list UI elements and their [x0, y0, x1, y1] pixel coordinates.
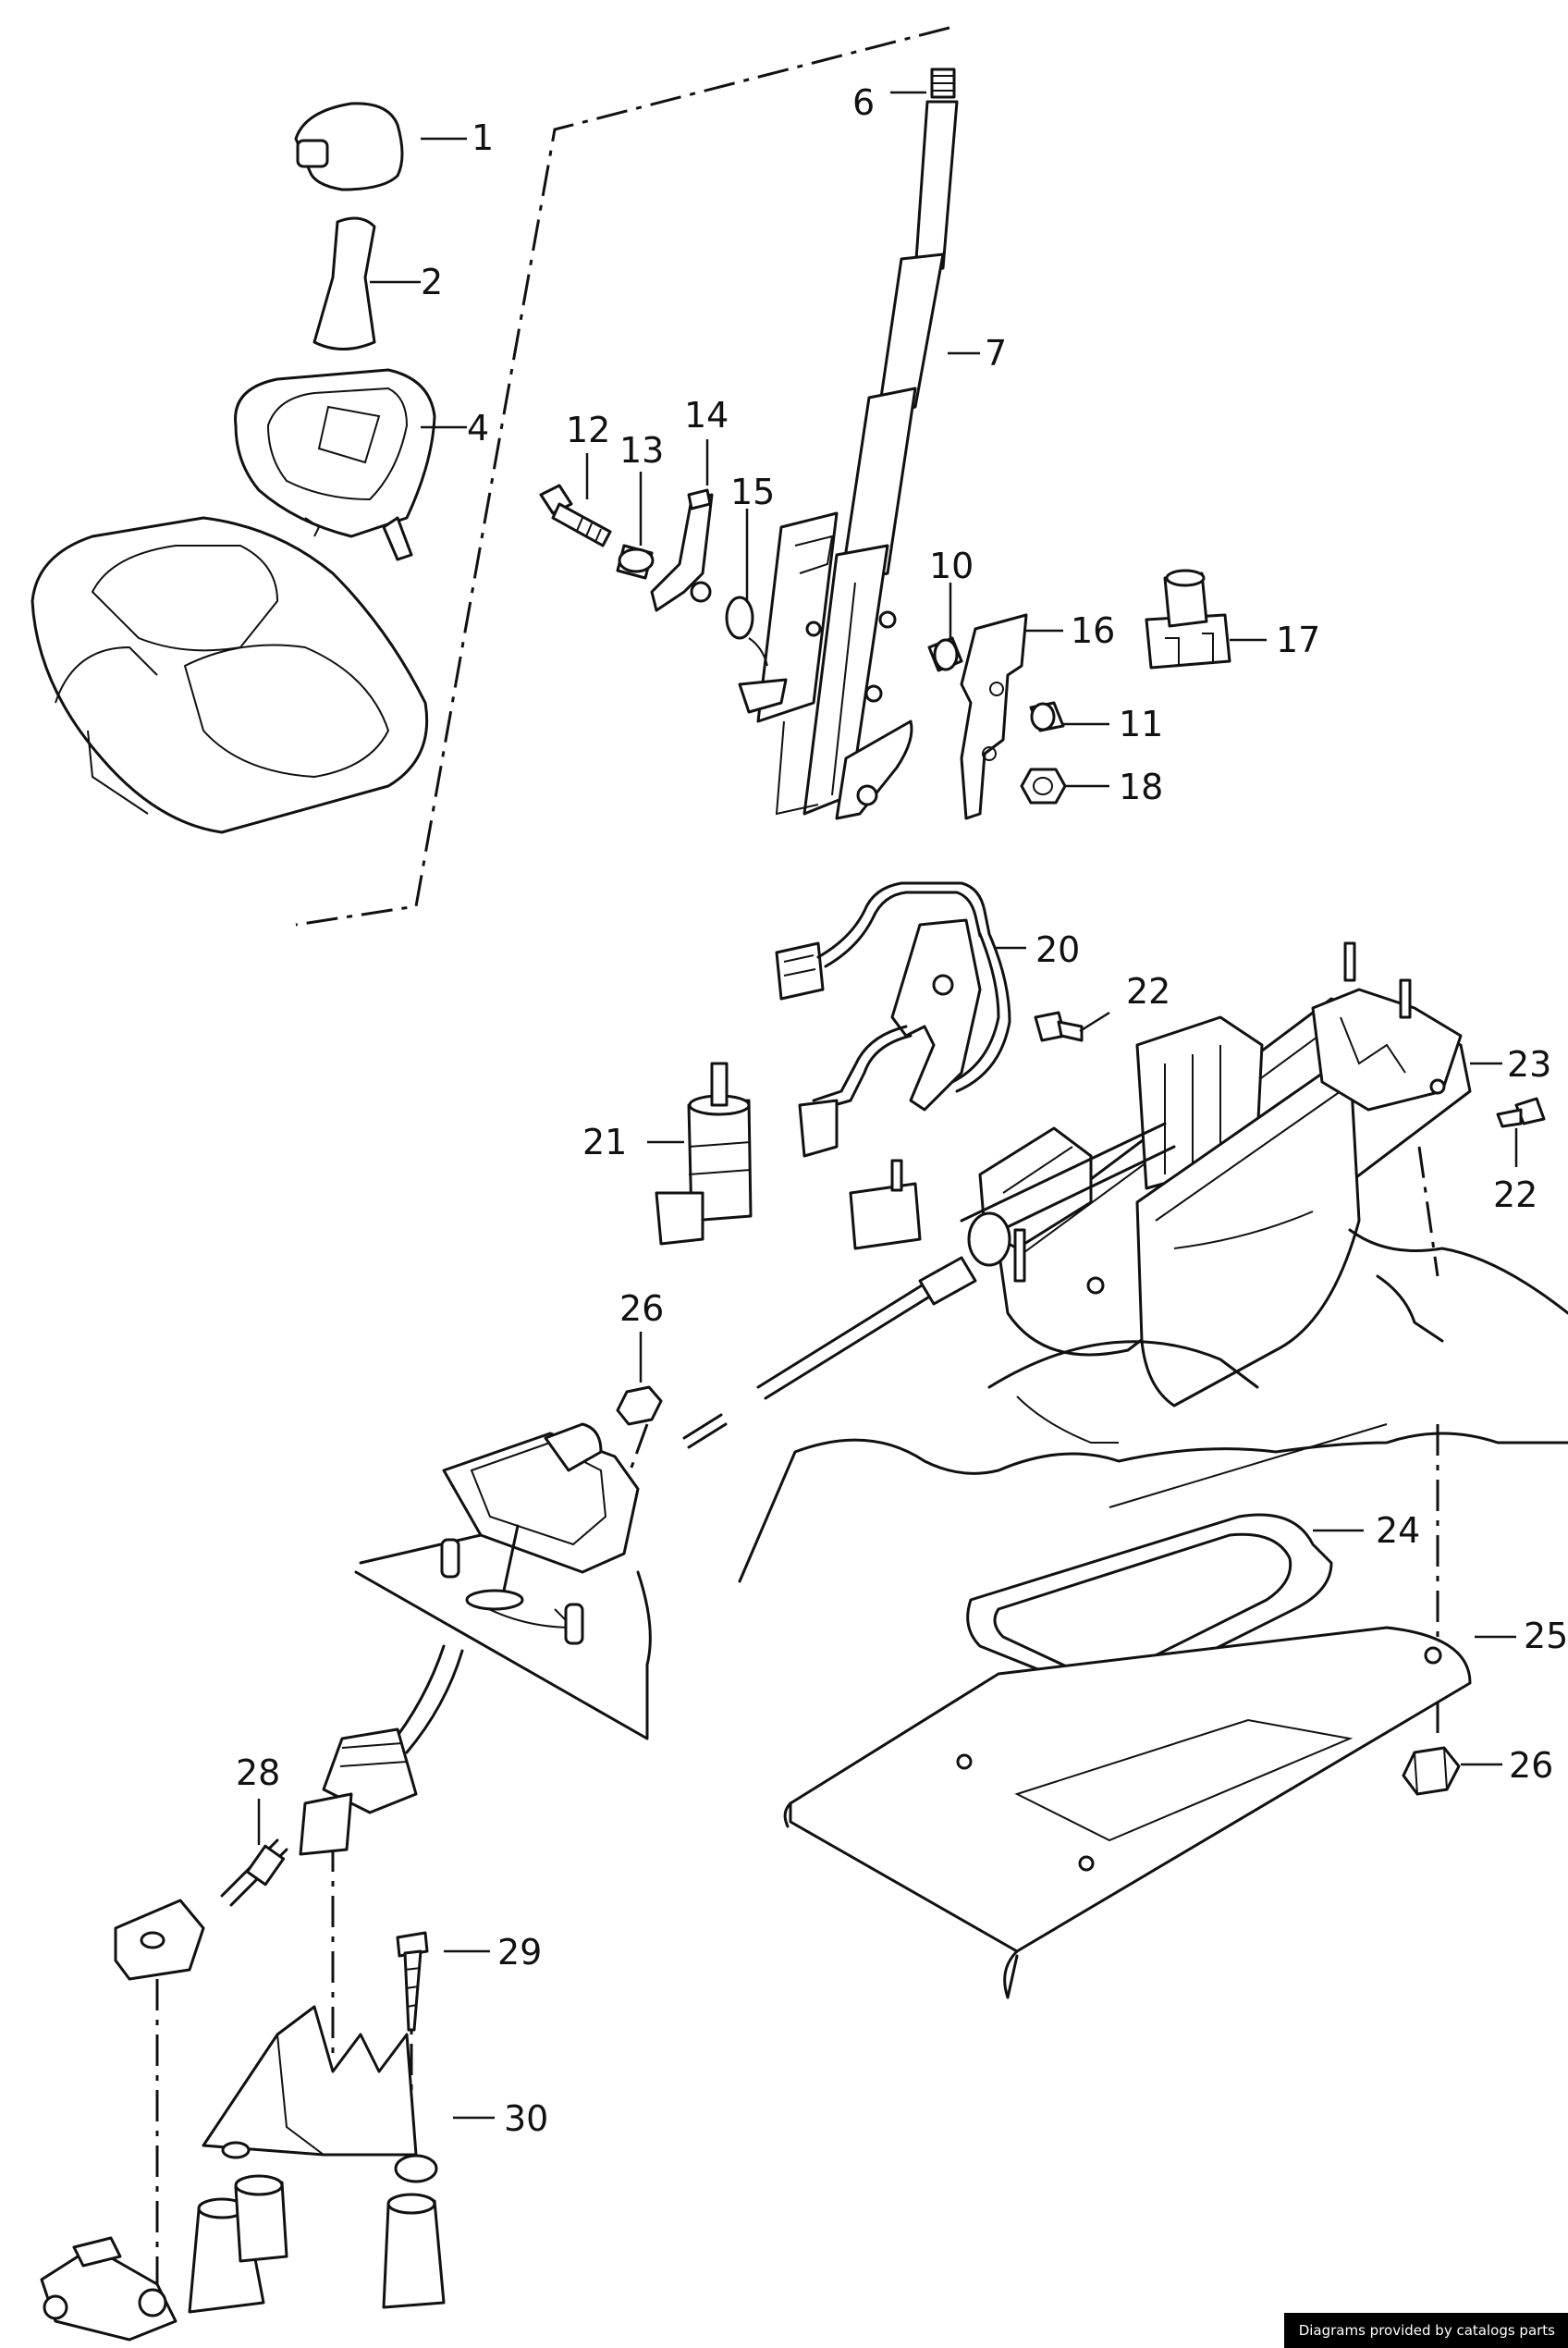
part-2-grip-sleeve	[312, 216, 376, 350]
part-26-nut-lower	[1402, 1746, 1461, 1796]
mount-posts	[188, 2174, 446, 2314]
part-10-bushing	[927, 636, 963, 672]
label-28: 28	[236, 1752, 280, 1793]
label-12: 12	[566, 410, 610, 450]
label-22-upper: 22	[1126, 971, 1170, 1012]
part-4-selector-cover	[234, 368, 436, 561]
label-2: 2	[421, 262, 443, 302]
part-7-selector-lever	[802, 100, 959, 816]
label-7: 7	[985, 333, 1007, 374]
part-1-selector-knob	[294, 102, 404, 191]
label-16: 16	[1071, 610, 1115, 651]
part-29-screw	[396, 1931, 429, 2032]
phantom-line-nut26	[608, 1423, 649, 1527]
part-20-wiring-harness	[775, 881, 1011, 1158]
label-23: 23	[1507, 1044, 1551, 1085]
part-25-floor-plate	[783, 1626, 1472, 1999]
cable-guide-plate	[354, 1422, 652, 1740]
label-21: 21	[582, 1122, 627, 1162]
part-22-bolt-upper	[1034, 1011, 1084, 1042]
label-11: 11	[1119, 704, 1163, 744]
label-20: 20	[1035, 929, 1080, 970]
part-16-detent-plate	[960, 613, 1028, 820]
phantom-line-right-upper	[1417, 1146, 1439, 1277]
label-22-right: 22	[1493, 1174, 1537, 1215]
label-29: 29	[497, 1932, 542, 1973]
label-10: 10	[929, 546, 974, 586]
label-24: 24	[1376, 1510, 1420, 1551]
transmission-lever	[40, 2236, 178, 2342]
part-labels: 1 2 4 6 7 12 13 14 15 10 16 17 11 18 20 …	[236, 82, 1568, 2139]
part-28-cable-end	[114, 1644, 464, 1981]
part-26-nut-upper	[616, 1385, 663, 1426]
lever-bracket	[738, 511, 913, 820]
part-12-bolt	[539, 484, 612, 547]
part-18-nut	[1020, 768, 1067, 805]
label-14: 14	[684, 395, 729, 436]
part-13-spacer	[616, 544, 655, 580]
label-1: 1	[472, 117, 494, 158]
label-30: 30	[504, 2098, 548, 2139]
label-6: 6	[852, 82, 875, 123]
label-15: 15	[730, 472, 775, 512]
part-24-gasket	[966, 1513, 1333, 1697]
phantom-frame	[295, 26, 950, 927]
part-11-nut	[1029, 701, 1065, 732]
label-25: 25	[1524, 1616, 1568, 1656]
part-22-bolt-right	[1496, 1097, 1546, 1128]
label-18: 18	[1119, 767, 1163, 807]
center-console	[31, 516, 429, 834]
part-6-cap	[930, 68, 956, 99]
floor-pan	[738, 1228, 1568, 1583]
label-4: 4	[467, 408, 489, 449]
shift-cable	[682, 1256, 977, 1449]
label-17: 17	[1276, 620, 1320, 660]
credit-banner: Diagrams provided by catalogs parts	[1283, 2313, 1568, 2348]
part-30-bracket	[202, 2005, 438, 2183]
part-17-switch	[1145, 569, 1231, 670]
part-23-shifter-housing	[849, 941, 1472, 1408]
part-21-solenoid	[655, 1062, 753, 1246]
label-26-lower: 26	[1509, 1745, 1553, 1786]
callout-leaders	[257, 91, 1518, 2120]
part-14-lock-lever	[650, 488, 714, 612]
label-26-upper: 26	[619, 1288, 664, 1329]
label-13: 13	[619, 430, 664, 471]
part-15-washer	[725, 596, 768, 667]
